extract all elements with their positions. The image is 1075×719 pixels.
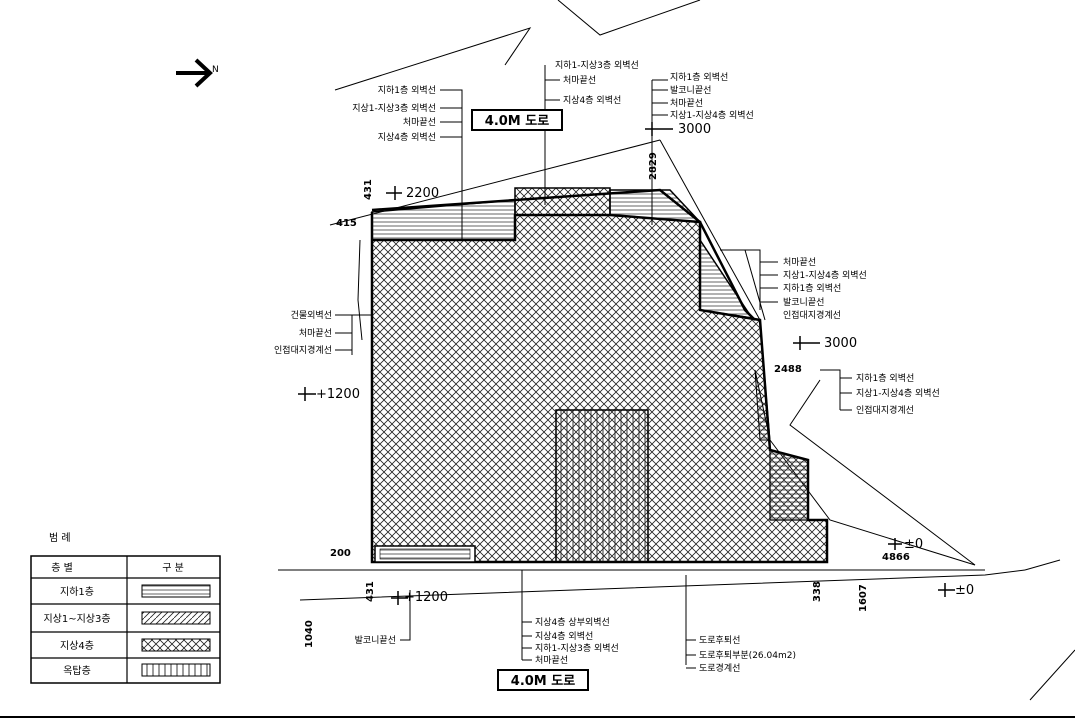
- labels-bottom-right: 도로후퇴선 도로후퇴부분(26.04m2) 도로경계선: [699, 635, 796, 674]
- label-text: 지하1층 외벽선: [670, 71, 728, 83]
- road-label-top: 4.0M 도로: [471, 109, 563, 131]
- dim-1607: 1607: [858, 584, 869, 612]
- labels-top-right: 지하1층 외벽선 발코니끝선 처마끝선 지상1-지상4층 외벽선: [670, 71, 754, 121]
- balcony-label: 발코니끝선: [355, 635, 396, 646]
- label-text: 도로후퇴선: [699, 635, 740, 646]
- label-text: 도로후퇴부분(26.04m2): [699, 650, 796, 661]
- label-text: 지상1-지상3층 외벽선: [352, 102, 436, 114]
- label-text: 지상4층 외벽선: [378, 131, 436, 143]
- legend-head-left: 층 별: [51, 562, 73, 574]
- label-text: 발코니끝선: [670, 85, 711, 96]
- dim-2200: 2200: [406, 186, 439, 201]
- legend-title: 범 례: [49, 532, 71, 544]
- label-text: 지상1-지상4층 외벽선: [783, 269, 867, 281]
- road-label-bottom: 4.0M 도로: [497, 669, 589, 691]
- labels-bottom-center: 지상4층 상부외벽선 지상4층 외벽선 지하1-지상3층 외벽선 처마끝선: [535, 616, 619, 666]
- legend-row-label: 지하1층: [60, 585, 94, 598]
- dim-431-top: 431: [363, 179, 374, 200]
- dim-338: 338: [812, 581, 823, 602]
- label-text: 지하1층 외벽선: [378, 84, 436, 96]
- dimension-markers: [298, 122, 955, 605]
- dim-1040: 1040: [304, 620, 315, 648]
- leader-lines: [335, 65, 852, 669]
- label-text: 지하1층 외벽선: [783, 282, 841, 294]
- dim-1200-bottom: +1200: [404, 590, 448, 605]
- dim-1200-left: +1200: [316, 387, 360, 402]
- label-text: 처마끝선: [783, 256, 816, 268]
- label-text: 건물외벽선: [291, 309, 332, 321]
- label-text: 지하1-지상3층 외벽선: [535, 642, 619, 654]
- dim-431-bottom: 431: [365, 581, 376, 602]
- label-text: 처마끝선: [535, 654, 568, 666]
- road-name-bottom: 4.0M 도로: [511, 674, 575, 689]
- legend-head-right: 구 분: [162, 562, 184, 574]
- labels-right-upper: 처마끝선 지상1-지상4층 외벽선 지하1층 외벽선 발코니끝선 인접대지경계선: [783, 256, 867, 321]
- north-letter: N: [212, 65, 219, 75]
- dim-4866: 4866: [882, 552, 910, 563]
- building-footprint: [370, 187, 829, 564]
- label-text: 지상4층 외벽선: [535, 630, 593, 642]
- dim-415: 415: [336, 218, 357, 229]
- label-text: 도로경계선: [699, 662, 740, 674]
- dim-2829: 2829: [648, 152, 659, 180]
- label-text: 인접대지경계선: [783, 309, 841, 321]
- label-text: 발코니끝선: [783, 297, 824, 308]
- labels-left: 건물외벽선 처마끝선 인접대지경계선: [274, 309, 332, 356]
- label-text: 인접대지경계선: [856, 404, 914, 416]
- dimension-values: 3000 2200 3000 +1200 +1200 ±0 ±0 431 282…: [304, 122, 974, 648]
- legend-swatch-basement: [141, 584, 211, 598]
- legend-row-label: 옥탑층: [63, 665, 91, 677]
- labels-top-left: 지하1층 외벽선 지상1-지상3층 외벽선 처마끝선 지상4층 외벽선: [352, 84, 436, 143]
- dim-pm0-bottom: ±0: [955, 583, 974, 598]
- legend: 범 례 층 별 구 분 지하1층 지상1~지상3층 지상4층 옥탑층: [30, 532, 221, 684]
- label-text: 지상4층 외벽선: [563, 94, 621, 106]
- legend-row-label: 지상4층: [60, 640, 94, 652]
- dim-pm0-right: ±0: [904, 537, 923, 552]
- legend-row-label: 지상1~지상3층: [43, 613, 110, 625]
- label-text: 처마끝선: [403, 116, 436, 128]
- dim-200: 200: [330, 548, 351, 559]
- labels-top-center: 지하1-지상3층 외벽선 처마끝선 지상4층 외벽선: [555, 59, 639, 106]
- label-text: 지상1-지상4층 외벽선: [670, 109, 754, 121]
- north-arrow: N: [176, 58, 219, 88]
- label-text: 지하1층 외벽선: [856, 372, 914, 384]
- label-text: 처마끝선: [563, 74, 596, 86]
- dim-3000-top: 3000: [678, 122, 711, 137]
- dim-3000-right: 3000: [824, 336, 857, 351]
- legend-swatch-rooftop: [141, 663, 211, 677]
- dim-2488: 2488: [774, 364, 802, 375]
- label-text: 처마끝선: [299, 327, 332, 339]
- label-text: 지하1-지상3층 외벽선: [555, 59, 639, 71]
- legend-swatch-floor4: [141, 638, 211, 652]
- label-text: 처마끝선: [670, 97, 703, 109]
- labels-right-lower: 지하1층 외벽선 지상1-지상4층 외벽선 인접대지경계선: [856, 372, 940, 416]
- label-text: 지상1-지상4층 외벽선: [856, 387, 940, 399]
- label-text: 지상4층 상부외벽선: [535, 616, 610, 628]
- road-name-top: 4.0M 도로: [485, 114, 549, 129]
- label-text: 인접대지경계선: [274, 344, 332, 356]
- legend-swatch-floor1-3: [141, 611, 211, 625]
